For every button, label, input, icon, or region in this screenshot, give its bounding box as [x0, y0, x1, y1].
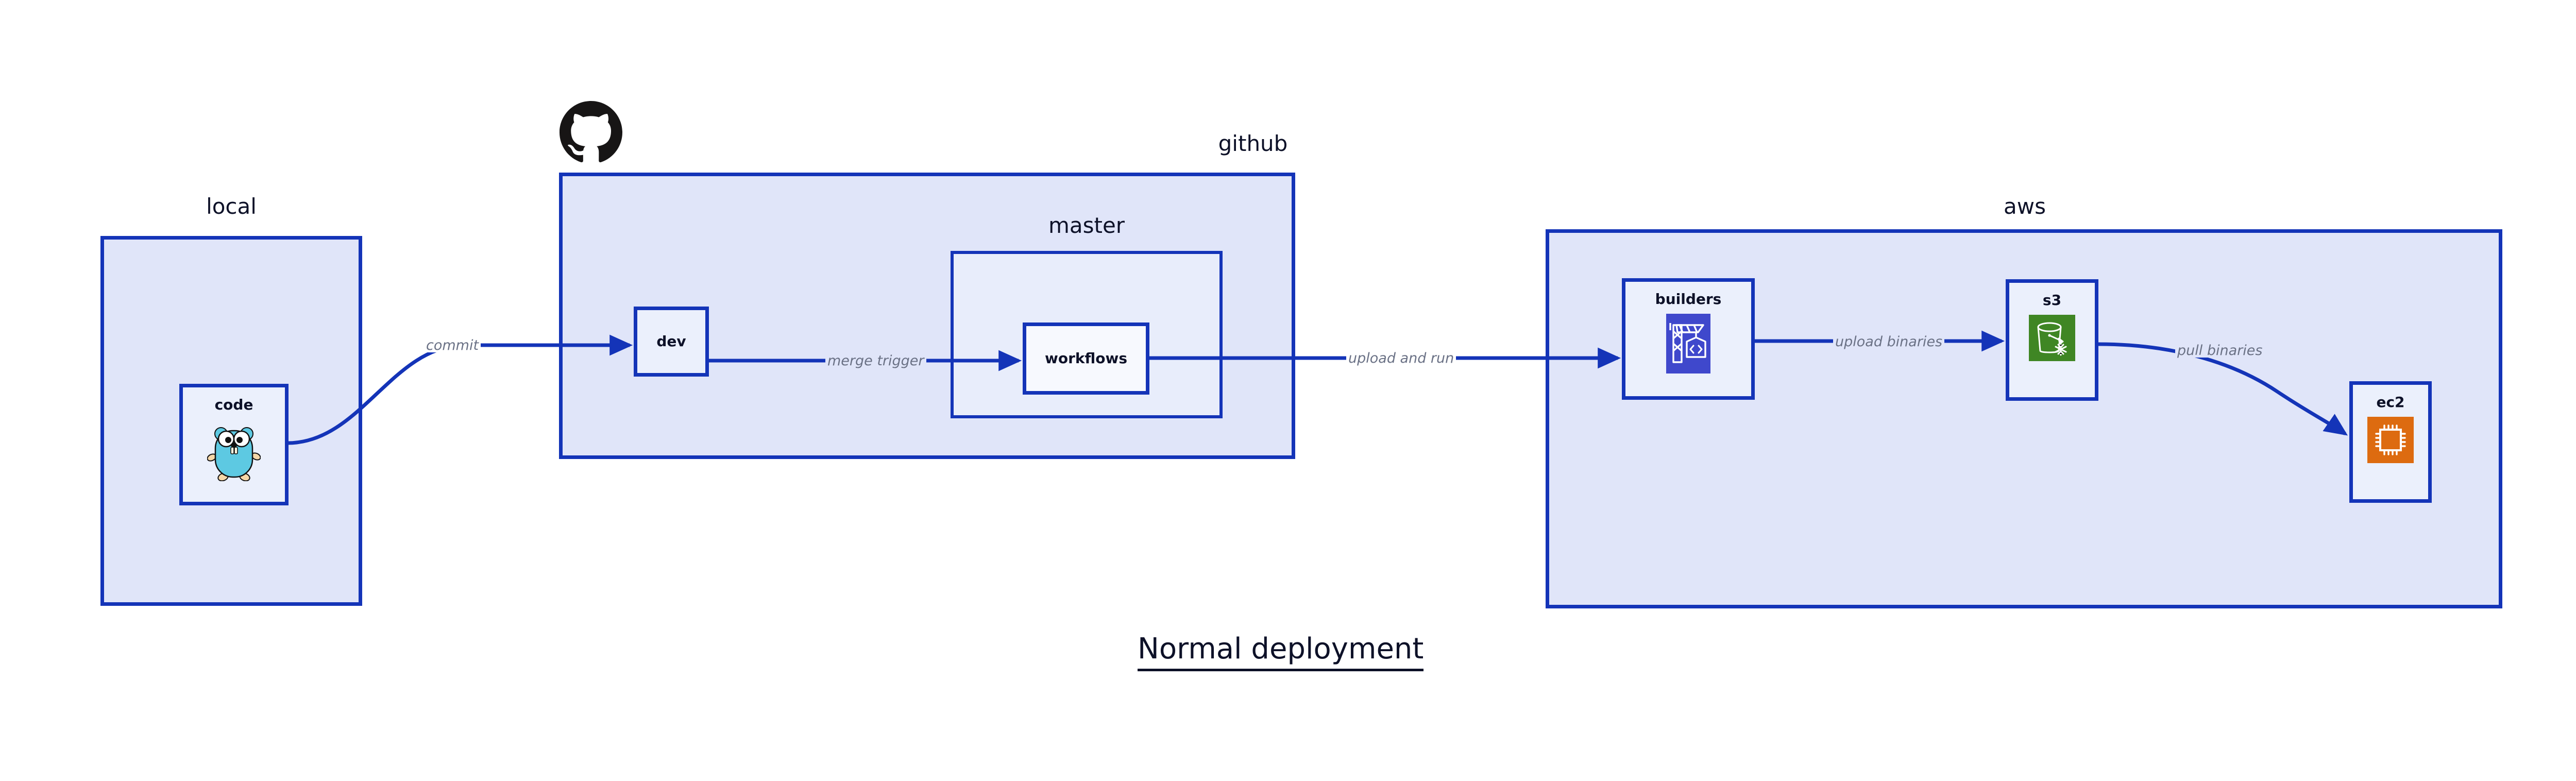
node-builders[interactable]: builders [1622, 278, 1755, 400]
node-dev-label: dev [656, 333, 686, 350]
cluster-master-label: master [1048, 213, 1125, 238]
github-octocat-logo [560, 101, 622, 166]
node-code[interactable]: code [179, 384, 289, 505]
aws-s3-glacier-icon [2029, 315, 2075, 363]
node-workflows[interactable]: workflows [1023, 322, 1149, 395]
node-builders-label: builders [1655, 291, 1722, 308]
go-gopher-icon [207, 420, 261, 482]
node-code-label: code [214, 396, 253, 413]
node-ec2-label: ec2 [2376, 394, 2405, 411]
edge-label-merge-trigger: merge trigger [825, 354, 926, 368]
node-s3[interactable]: s3 [2006, 279, 2098, 401]
page-title: Normal deployment [1138, 632, 1424, 671]
node-ec2[interactable]: ec2 [2349, 381, 2432, 503]
node-s3-label: s3 [2042, 292, 2062, 309]
edge-label-upload-binaries: upload binaries [1833, 335, 1945, 349]
aws-ec2-icon [2367, 417, 2414, 465]
node-workflows-label: workflows [1044, 350, 1128, 367]
edge-label-pull-binaries: pull binaries [2175, 344, 2265, 358]
node-dev[interactable]: dev [634, 307, 709, 377]
aws-codebuild-icon [1666, 314, 1710, 376]
cluster-local-label: local [206, 194, 257, 219]
cluster-aws-label: aws [2004, 194, 2046, 219]
edge-label-upload-and-run: upload and run [1346, 351, 1456, 365]
cluster-github-label: github [1218, 131, 1288, 156]
edge-label-commit: commit [424, 338, 481, 352]
page-title-text: Normal deployment [1138, 632, 1424, 671]
